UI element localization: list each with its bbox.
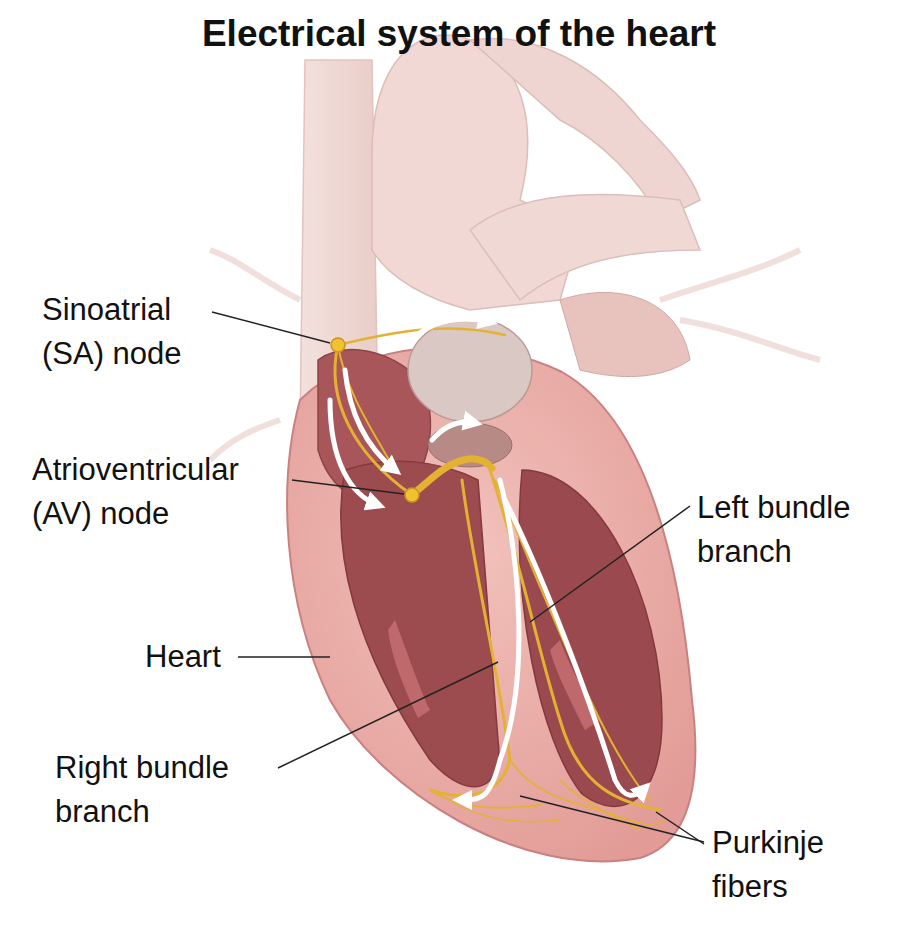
label-anchor: Atrioventricular (AV) node [32,448,294,536]
leader-line [292,480,404,494]
label-anchor: Left bundle branch [697,486,897,574]
leader-line [656,812,704,844]
part-label: Right bundle branch [55,746,277,834]
label-anchor: Sinoatrial (SA) node [42,288,222,376]
diagram-title: Electrical system of the heart [0,12,918,56]
part-label: Sinoatrial (SA) node [42,288,222,376]
label-anchor: Right bundle branch [55,746,277,834]
leader-line [212,312,330,343]
part-label: Left bundle branch [697,486,897,574]
label-anchor: Heart [145,635,245,679]
title-anchor: Electrical system of the heart [0,12,918,56]
leader-line [520,796,704,842]
part-label: Purkinje fibers [712,821,872,909]
label-anchor: Purkinje fibers [712,821,872,909]
part-label: Heart [145,635,245,679]
leader-line [530,506,690,622]
leader-line [278,662,498,768]
leader-line [238,656,330,658]
part-label: Atrioventricular (AV) node [32,448,294,536]
